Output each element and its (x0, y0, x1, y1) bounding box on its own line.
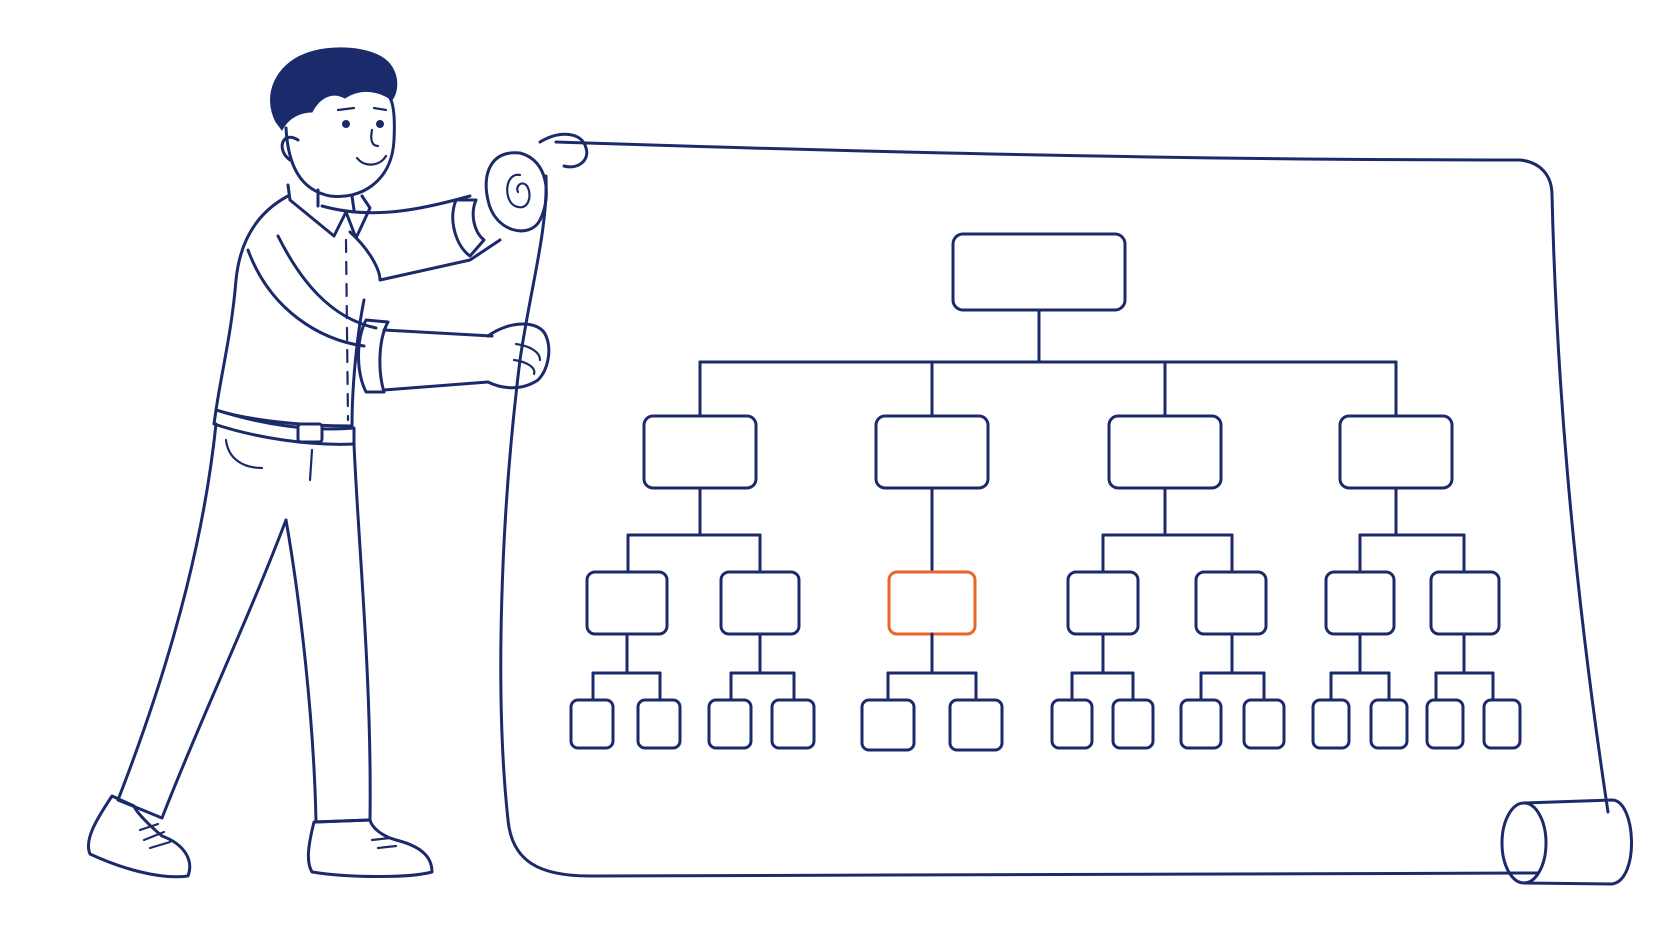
org-node-level4 (1311, 698, 1351, 750)
neck (316, 188, 356, 212)
scroll-top-roll-spiral (506, 173, 531, 209)
org-node-level3 (1429, 570, 1501, 636)
shoe-left-laces (138, 822, 172, 850)
org-node-level3 (1066, 570, 1140, 636)
org-node-level4 (1050, 698, 1094, 750)
trousers-left-leg (116, 422, 288, 820)
trouser-crease (308, 448, 314, 482)
org-node-level3 (585, 570, 669, 636)
scroll-left-edge (499, 174, 548, 822)
hand-lower (486, 322, 551, 390)
org-node-level4 (1425, 698, 1465, 750)
eye-left (342, 120, 350, 128)
org-node-level4 (948, 698, 1004, 752)
org-node-level3 (719, 570, 801, 636)
org-node-level4 (770, 698, 816, 750)
eye-right (376, 120, 384, 128)
org-node-level4 (860, 698, 916, 752)
rolled-sleeve-upper (451, 198, 486, 258)
scroll-bottom-edge (506, 818, 1540, 878)
mouth (355, 154, 388, 166)
finger-lines (512, 342, 542, 376)
arm-upper-back (276, 234, 378, 330)
org-node-level4 (1179, 698, 1223, 750)
org-node-level4 (707, 698, 753, 750)
org-node-level2 (874, 414, 990, 490)
org-node-level4 (1111, 698, 1155, 750)
org-node-level3 (1194, 570, 1268, 636)
nose (370, 128, 380, 148)
trousers-right-leg (284, 442, 372, 824)
person-figure (87, 47, 589, 879)
org-node-level3 (1324, 570, 1396, 636)
eyebrow (336, 106, 388, 112)
shoe-right-laces (370, 836, 398, 850)
org-node-level2 (1107, 414, 1223, 490)
shoe-right (306, 818, 434, 878)
rolled-sleeve (357, 318, 390, 394)
shirt-button-line (344, 238, 350, 422)
org-node-highlighted (887, 570, 977, 636)
scroll-bottom-roll-end (1500, 801, 1548, 885)
org-node-level4 (1482, 698, 1522, 750)
ear (280, 136, 300, 162)
scroll-top-edge (554, 140, 1554, 197)
belt-buckle (296, 422, 324, 444)
head (284, 96, 396, 199)
forearm-lower (382, 328, 494, 392)
arm-raised-top (320, 194, 472, 215)
scroll-top-roll (484, 151, 548, 233)
org-node-level2 (642, 414, 758, 490)
scroll-right-edge (1550, 193, 1610, 814)
org-node-root (951, 232, 1127, 312)
org-node-level4 (1369, 698, 1409, 750)
hand-upper (538, 132, 589, 169)
org-node-level4 (569, 698, 615, 750)
scroll-bottom-roll-body (1522, 798, 1633, 886)
hair (270, 47, 398, 131)
paper-scroll (484, 140, 1633, 886)
arm-raised (348, 230, 502, 282)
org-node-level4 (1242, 698, 1286, 750)
org-node-level2 (1338, 414, 1454, 490)
org-node-level4 (636, 698, 682, 750)
arm-upper (246, 248, 366, 348)
pocket (224, 438, 264, 470)
org-chart (569, 232, 1522, 752)
